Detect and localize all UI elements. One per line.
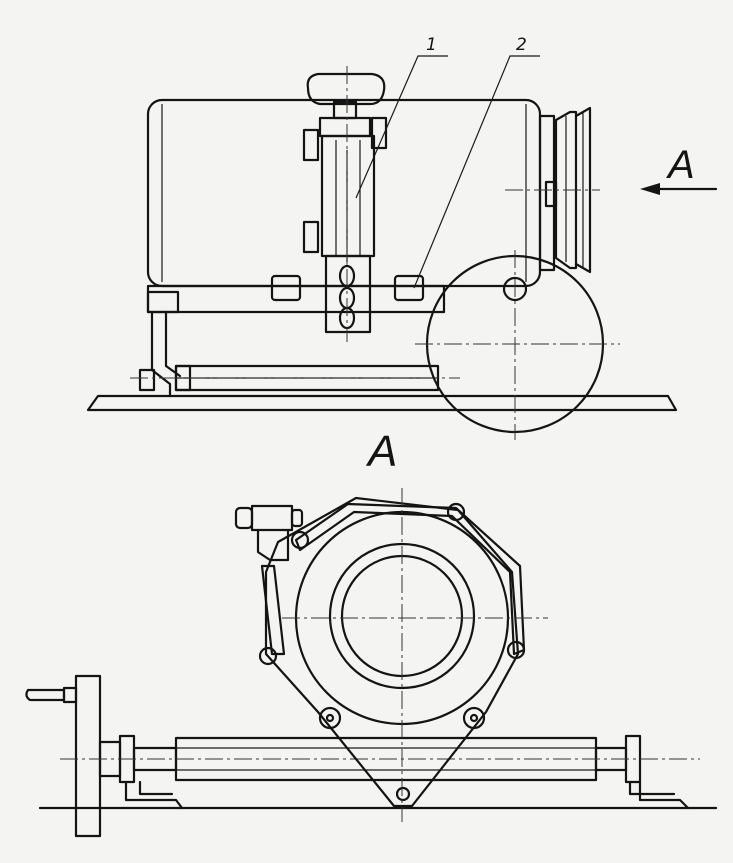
motor-body xyxy=(146,98,542,288)
chain-guide xyxy=(324,254,372,334)
tensioner-knob xyxy=(306,72,386,106)
v-belt-pulley xyxy=(554,106,592,274)
adjusting-screw xyxy=(234,504,310,562)
bracket-bolt-right xyxy=(462,706,486,730)
bracket-leg xyxy=(150,310,172,398)
mounting-bolt-right xyxy=(393,274,425,302)
view-a xyxy=(25,488,718,838)
bracket-bolt-bottom xyxy=(395,786,411,802)
motor-end-flange xyxy=(538,114,556,272)
swing-lever xyxy=(294,502,526,656)
hand-wheel xyxy=(74,674,102,838)
shaft-bracket-left xyxy=(124,780,184,810)
side-view: 1 2 A xyxy=(86,35,718,440)
base-plate xyxy=(86,394,678,412)
view-direction-label: A xyxy=(666,143,695,187)
drum-hole xyxy=(502,276,528,302)
hand-wheel-handle xyxy=(25,688,66,702)
section-title: A xyxy=(365,427,397,476)
mounting-bolt-left xyxy=(270,274,302,302)
tensioner-assembly xyxy=(302,72,388,334)
leader-2 xyxy=(413,55,540,289)
tensioner-housing xyxy=(320,134,376,258)
shaft-bracket-right xyxy=(628,780,690,810)
leader-1 xyxy=(355,55,448,199)
view-direction-arrow xyxy=(640,183,718,195)
callout-1: 1 xyxy=(426,35,437,55)
motor-face-middle xyxy=(328,542,476,690)
bracket-bolt-left xyxy=(318,706,342,730)
callout-2: 2 xyxy=(516,35,527,55)
